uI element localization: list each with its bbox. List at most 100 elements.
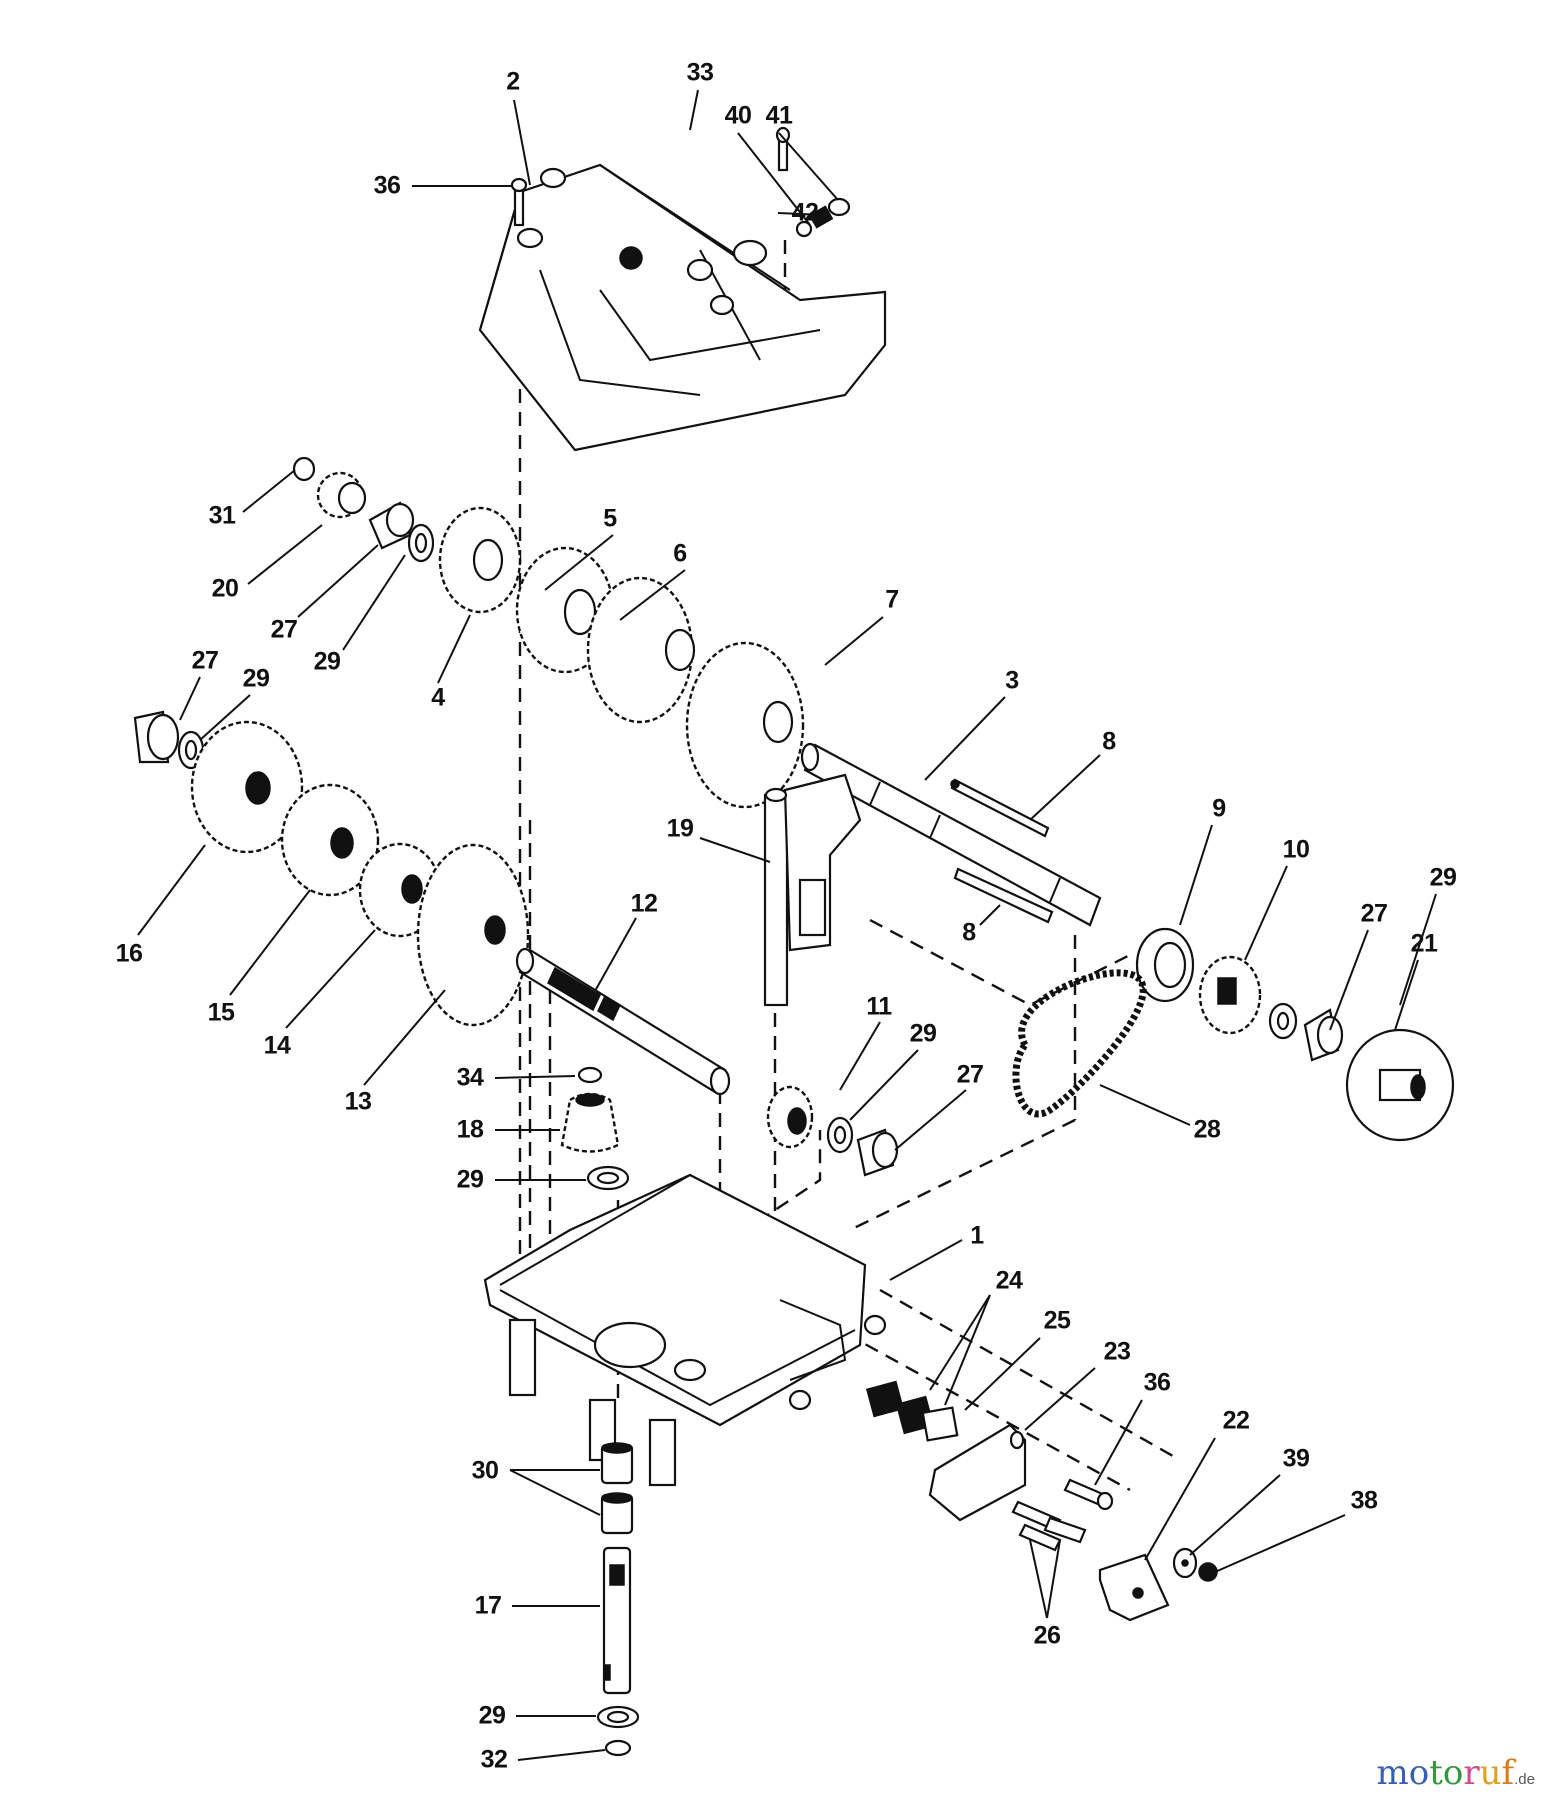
part-7-gear [685, 641, 805, 809]
part-26-pins [1011, 1500, 1087, 1552]
callout-label-part-17: 17 [474, 1591, 502, 1620]
part-11-sprocket [766, 1085, 814, 1149]
callout-label-part-33: 33 [686, 58, 714, 87]
callout-label-part-32: 32 [480, 1745, 508, 1774]
part-29-washer-bottom [596, 1705, 640, 1729]
callout-label-part-11: 11 [866, 992, 892, 1021]
part-36-bolt-top [510, 177, 528, 227]
part-25-plate [921, 1406, 959, 1442]
part-27-bushing-right [1303, 1008, 1344, 1062]
part-12-shaft [515, 947, 731, 1096]
part-29-washer-right [1268, 1002, 1298, 1040]
callout-label-part-14: 14 [263, 1031, 291, 1060]
callout-label-part-6: 6 [673, 539, 687, 568]
part-36-bolt-side [1063, 1478, 1114, 1511]
callout-label-part-20: 20 [211, 574, 239, 603]
callout-label-part-7: 7 [885, 585, 899, 614]
part-16-gear [190, 720, 304, 854]
callout-label-part-24: 24 [995, 1266, 1023, 1295]
watermark-letter: m [1376, 1753, 1409, 1793]
callout-label-part-41: 41 [765, 101, 793, 130]
callout-label-part-4: 4 [431, 683, 445, 712]
part-19-shift-fork [763, 773, 862, 1007]
part-2-top-cover [478, 163, 887, 452]
callout-label-part-30: 30 [471, 1456, 499, 1485]
callout-label-part-27: 27 [270, 615, 298, 644]
part-33-bolt [775, 126, 791, 172]
part-29-washer-upper [407, 523, 435, 563]
callout-label-part-28: 28 [1193, 1115, 1221, 1144]
callout-label-part-36: 36 [1143, 1368, 1171, 1397]
callout-label-part-31: 31 [208, 501, 236, 530]
part-29-washer-mid [586, 1165, 630, 1191]
callout-label-part-26: 26 [1033, 1621, 1061, 1650]
part-29-washer-center [826, 1116, 854, 1154]
part-30-bearing-upper [600, 1442, 634, 1485]
part-17-shaft [602, 1546, 632, 1695]
part-22-brake-arm [1098, 1553, 1170, 1622]
callout-label-part-29: 29 [242, 664, 270, 693]
part-13-gear-large [416, 843, 530, 1027]
callout-label-part-40: 40 [724, 101, 752, 130]
part-18-bevel-gear [560, 1092, 620, 1153]
callout-label-part-34: 34 [456, 1063, 484, 1092]
callout-label-part-8: 8 [1102, 727, 1116, 756]
callout-label-part-19: 19 [666, 814, 694, 843]
callout-label-part-15: 15 [207, 998, 235, 1027]
part-38-nut [1198, 1562, 1218, 1582]
callout-label-part-42: 42 [791, 198, 819, 227]
callout-label-part-21: 21 [1410, 929, 1438, 958]
part-30-bearing-lower [600, 1492, 634, 1535]
callout-label-part-9: 9 [1212, 794, 1226, 823]
callout-label-part-2: 2 [506, 67, 520, 96]
callout-label-part-27: 27 [1360, 899, 1388, 928]
part-1-bottom-housing [483, 1173, 887, 1487]
callout-label-part-27: 27 [191, 646, 219, 675]
part-6-gear [586, 576, 696, 724]
part-34-retaining-ring [577, 1066, 603, 1084]
callout-label-part-22: 22 [1222, 1406, 1250, 1435]
part-28-chain [1012, 969, 1147, 1118]
callout-label-part-12: 12 [630, 889, 658, 918]
watermark-letter: u [1479, 1753, 1502, 1793]
part-8-key-upper [950, 778, 1050, 838]
callout-label-part-3: 3 [1005, 666, 1019, 695]
part-32-retaining-ring [604, 1739, 632, 1757]
callout-label-part-13: 13 [344, 1087, 372, 1116]
part-23-caliper-bracket [928, 1423, 1027, 1522]
watermark-letter: o [1408, 1753, 1430, 1793]
watermark-tld: .de [1514, 1771, 1535, 1788]
part-3-shaft [800, 742, 1102, 927]
callout-label-part-16: 16 [115, 939, 143, 968]
part-27-bushing-upper [368, 501, 415, 550]
callout-label-part-23: 23 [1103, 1337, 1131, 1366]
part-4-gear [438, 506, 522, 614]
callout-label-part-5: 5 [603, 504, 617, 533]
callout-label-part-25: 25 [1043, 1306, 1071, 1335]
callout-label-part-29: 29 [313, 647, 341, 676]
callout-label-part-29: 29 [1429, 863, 1457, 892]
watermark-letter: r [1463, 1753, 1480, 1793]
callout-label-part-29: 29 [456, 1165, 484, 1194]
part-21-hub [1345, 1028, 1455, 1142]
watermark-letter: f [1501, 1753, 1515, 1793]
motoruf-watermark-logo: motoruf.de [1376, 1756, 1535, 1790]
callout-label-part-27: 27 [956, 1060, 984, 1089]
callout-label-part-10: 10 [1282, 835, 1310, 864]
part-15-gear [280, 783, 380, 897]
part-39-washer [1172, 1547, 1198, 1579]
leader-lines [137, 89, 1437, 1761]
callout-label-part-18: 18 [456, 1115, 484, 1144]
part-20-sprocket [316, 471, 367, 519]
watermark-letter: t [1429, 1753, 1443, 1793]
part-24-brake-pads [865, 1380, 935, 1435]
part-27-bushing-center [856, 1128, 899, 1177]
callout-label-part-36: 36 [373, 171, 401, 200]
part-9-bearing [1135, 927, 1195, 1003]
part-27-bushing-left [133, 710, 180, 764]
callout-label-part-29: 29 [478, 1701, 506, 1730]
part-40-41-42-detent [795, 197, 851, 238]
callout-label-part-38: 38 [1350, 1486, 1378, 1515]
part-8-key-lower [953, 867, 1054, 924]
